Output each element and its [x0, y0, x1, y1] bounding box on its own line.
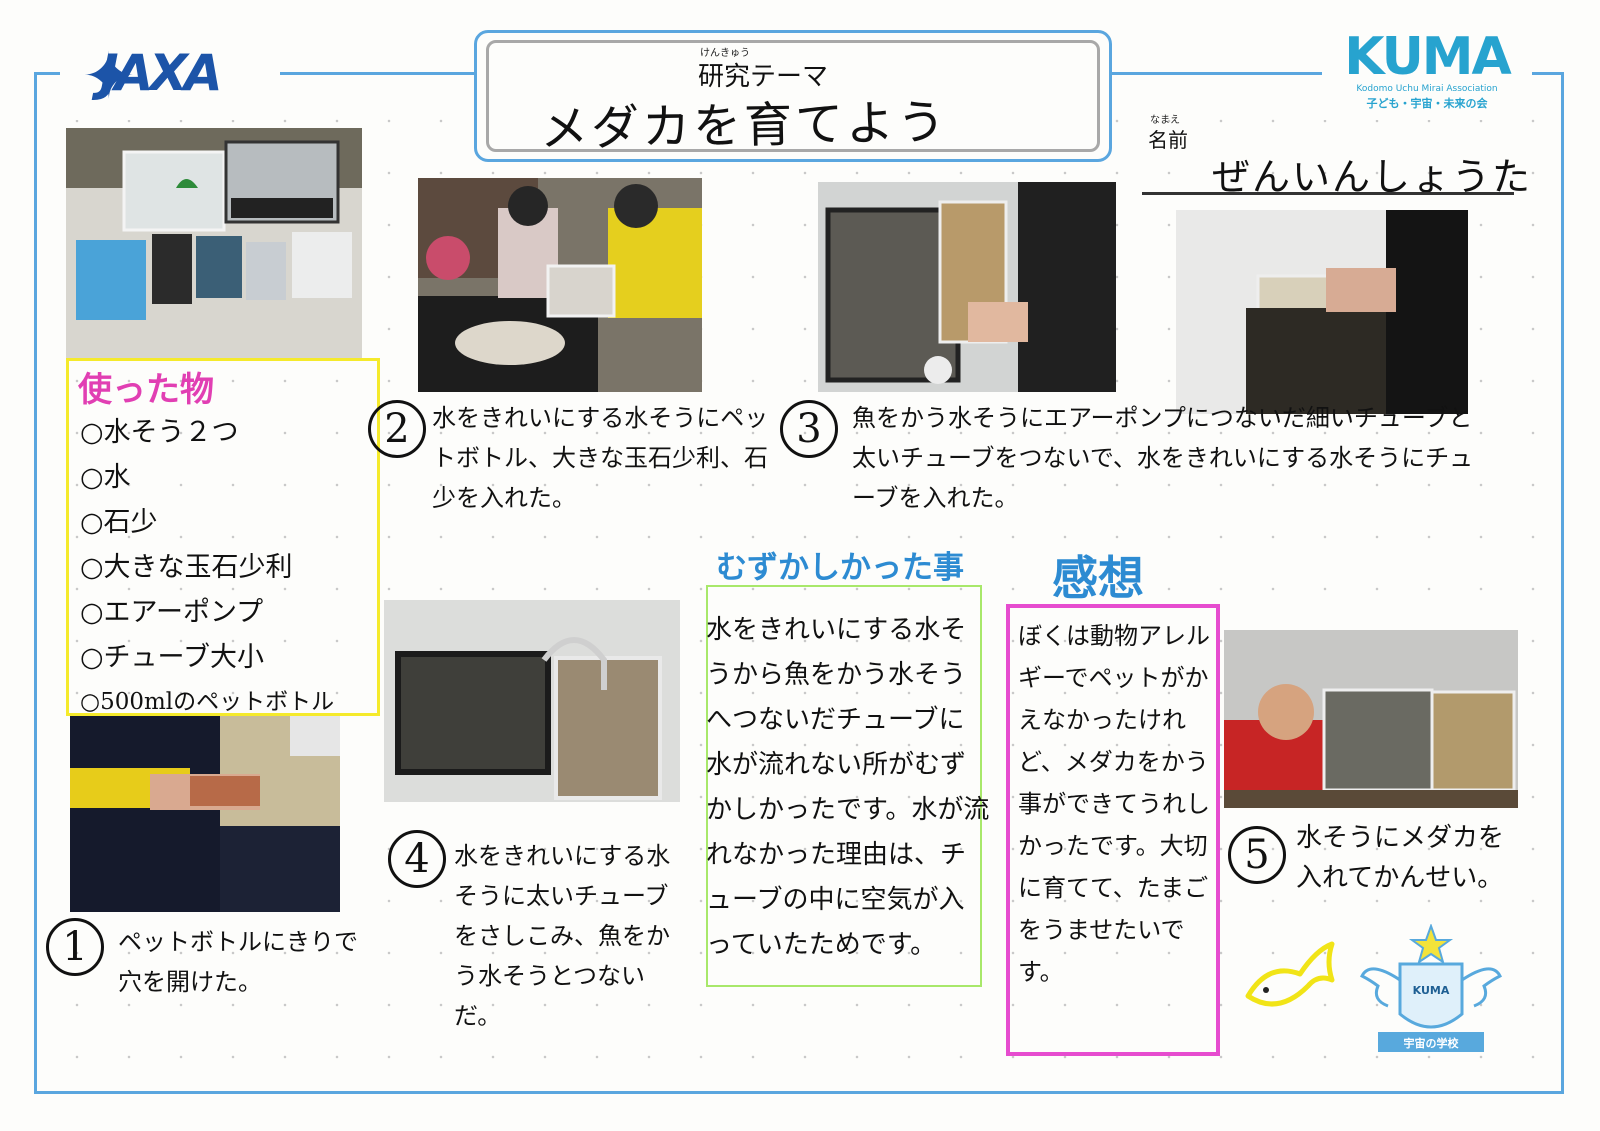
emblem-text: KUMA: [1412, 984, 1450, 997]
step-5-text: 水そうにメダカを入れてかんせい。: [1296, 823, 1505, 893]
list-item: ○石少: [80, 507, 158, 538]
photo-step-5: [1224, 630, 1518, 808]
list-item: ○水: [80, 462, 131, 493]
materials-title: 使った物: [78, 370, 214, 410]
kuma-emblem: KUMA 宇宙の学校: [1359, 923, 1503, 1058]
list-item: ○大きな玉石少利: [80, 552, 293, 583]
step-4-text: 水をきれいにする水そうに太いチューブをさしこみ、魚をかう水そうとつないだ。: [454, 842, 671, 1030]
photo-step-2: [418, 178, 702, 392]
step-2-number: 2: [368, 400, 426, 458]
photo-step-3: [818, 182, 1116, 392]
step-1-text: ペットボトルにきりで穴を開けた。: [118, 928, 358, 996]
step-3-text: 魚をかう水そうにエアーポンプにつないだ細いチューブと太いチューブをつないで、水を…: [852, 404, 1474, 512]
step-2-text: 水をきれいにする水そうにペットボトル、大きな玉石少利、石少を入れた。: [432, 404, 769, 512]
materials-list: ○水そう２つ ○水 ○石少 ○大きな玉石少利 ○エアーポンプ ○チューブ大小 ○…: [80, 410, 334, 725]
fish-drawing-icon: [1240, 936, 1350, 1026]
difficulty-box: [706, 585, 982, 987]
name-ruby: なまえ: [1150, 115, 1180, 126]
jaxa-logo-text: JAXA: [100, 44, 223, 102]
photo-step-4: [384, 600, 680, 802]
impressions-box: [1006, 604, 1220, 1056]
name-value: ぜんいんしょうた: [1212, 155, 1533, 199]
kuma-logo-subtitle: Kodomo Uchu Mirai Association: [1356, 84, 1498, 94]
star-icon: ✦: [82, 40, 136, 114]
materials-box: [66, 358, 380, 716]
list-item: ○エアーポンプ: [80, 597, 264, 628]
photo-step-3b: [1176, 210, 1468, 414]
impressions-text: ぼくは動物アレルギーでペットがかえなかったけれど、メダカをかう事ができてうれしか…: [1018, 622, 1210, 986]
impressions-title: 感想: [1052, 551, 1144, 605]
name-underline: [1142, 192, 1514, 195]
step-1-number: 1: [46, 918, 104, 976]
kuma-logo: KUMA Kodomo Uchu Mirai Association 子ども・宇…: [1322, 30, 1532, 120]
difficulty-text: 水をきれいにする水そうから魚をかう水そうへつないだチューブに水が流れない所がむず…: [706, 615, 990, 960]
kuma-logo-japanese: 子ども・宇宙・未来の会: [1366, 97, 1488, 110]
name-label: 名前: [1148, 128, 1188, 152]
theme-label: 研究テーマ: [698, 62, 829, 92]
list-item: ○500mlのペットボトル: [80, 689, 335, 715]
photo-materials: [66, 128, 362, 360]
title-box: [474, 30, 1112, 162]
list-item: ○水そう２つ: [80, 417, 239, 448]
step-5-number: 5: [1228, 826, 1286, 884]
theme-ruby: けんきゅう: [700, 48, 750, 59]
difficulty-title: むずかしかった事: [716, 550, 964, 586]
jaxa-logo: ✦ JAXA: [60, 30, 280, 120]
step-4-number: 4: [388, 830, 446, 888]
list-item: ○チューブ大小: [80, 642, 264, 673]
photo-step-1: [70, 716, 340, 912]
kuma-logo-text: KUMA: [1344, 27, 1512, 87]
step-3-number: 3: [780, 400, 838, 458]
page-title: メダカを育てよう: [539, 94, 949, 158]
emblem-banner: 宇宙の学校: [1403, 1037, 1459, 1050]
